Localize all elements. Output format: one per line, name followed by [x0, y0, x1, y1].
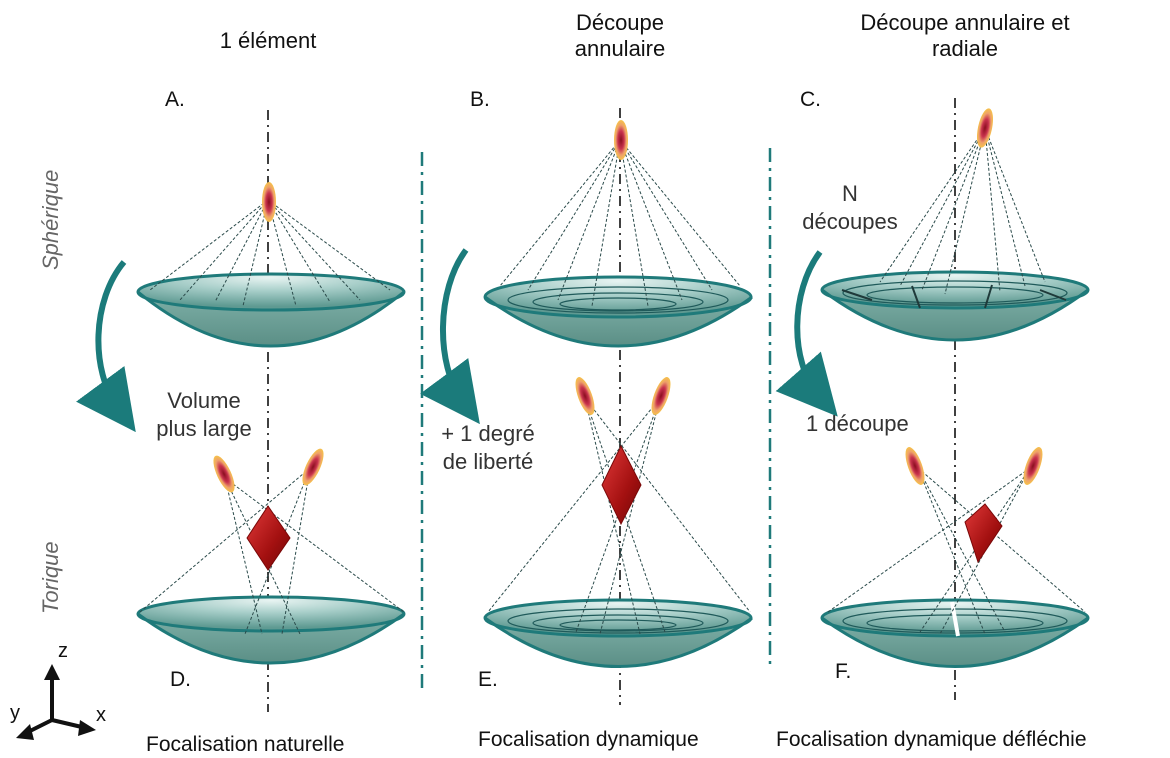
axis-label-x: x [96, 704, 106, 726]
annotation-n-line-2: découpes [802, 208, 898, 234]
axis-label-z: z [58, 640, 68, 662]
panel-letter-c: C. [800, 88, 821, 111]
focal-spot-b [614, 120, 628, 160]
curved-arrow-col2 [420, 248, 480, 425]
focal-spot-f2 [1023, 447, 1043, 485]
focal-spot-d2 [302, 448, 324, 486]
beams-f [827, 467, 1086, 635]
column-title-1: 1 élément [188, 28, 348, 54]
focal-spot-c [976, 108, 994, 148]
curved-arrow-col1 [76, 260, 136, 433]
column-title-3-line-1: Découpe annulaire et [860, 10, 1070, 35]
focal-volume-f [964, 503, 1003, 564]
focal-spot-f1 [905, 447, 925, 485]
beams-e [487, 397, 751, 635]
caption-focalisation-dynamique-deflechie: Focalisation dynamique défléchie [776, 728, 1087, 751]
curved-arrow-col3 [775, 250, 838, 417]
dish-e [483, 598, 753, 668]
focal-spot-d1 [213, 455, 235, 493]
panel-letter-f: F. [835, 660, 852, 683]
column-title-2: Découpe annulaire [540, 10, 700, 62]
caption-focalisation-naturelle: Focalisation naturelle [146, 733, 345, 756]
focal-spot-a [262, 182, 276, 222]
dish-c [820, 270, 1090, 342]
annotation-degre-line-1: + 1 degré [441, 421, 535, 446]
annotation-1-decoupe: 1 découpe [806, 411, 909, 436]
annotation-volume-plus-large: Volume plus large [144, 387, 264, 442]
annotation-n-line-1: N [842, 181, 858, 206]
beams-c [879, 127, 1046, 295]
beams-a [149, 199, 391, 307]
panel-letter-a: A. [165, 88, 185, 111]
focal-spot-e1 [575, 377, 595, 415]
axis-label-y: y [10, 702, 20, 724]
dish-a [136, 272, 406, 348]
focal-spot-e2 [651, 377, 671, 415]
beams-b [499, 139, 741, 307]
row-label-spherique: Sphérique [38, 169, 63, 270]
column-title-3: Découpe annulaire et radiale [840, 10, 1090, 62]
coordinate-axes [16, 664, 96, 740]
annotation-degre-liberte: + 1 degré de liberté [428, 420, 548, 475]
focal-volume-d [246, 505, 291, 571]
column-title-2-line-2: annulaire [574, 35, 666, 61]
annotation-n-decoupes: N découpes [790, 180, 910, 235]
row-label-torique: Torique [38, 541, 63, 614]
dish-b [483, 275, 753, 348]
annotation-volume-line-2: plus large [156, 415, 252, 441]
panel-letter-b: B. [470, 88, 490, 111]
annotation-volume-line-1: Volume [167, 388, 241, 413]
annotation-degre-line-2: de liberté [442, 448, 534, 474]
panel-letter-d: D. [170, 668, 191, 691]
column-title-3-line-2: radiale [931, 35, 999, 61]
caption-focalisation-dynamique: Focalisation dynamique [478, 728, 699, 751]
dish-f [820, 598, 1090, 668]
focal-volume-e [601, 444, 642, 526]
dish-d [136, 595, 406, 665]
panel-letter-e: E. [478, 668, 498, 691]
column-title-2-line-1: Découpe [575, 10, 665, 35]
column-title-1-line-1: 1 élément [219, 28, 317, 53]
